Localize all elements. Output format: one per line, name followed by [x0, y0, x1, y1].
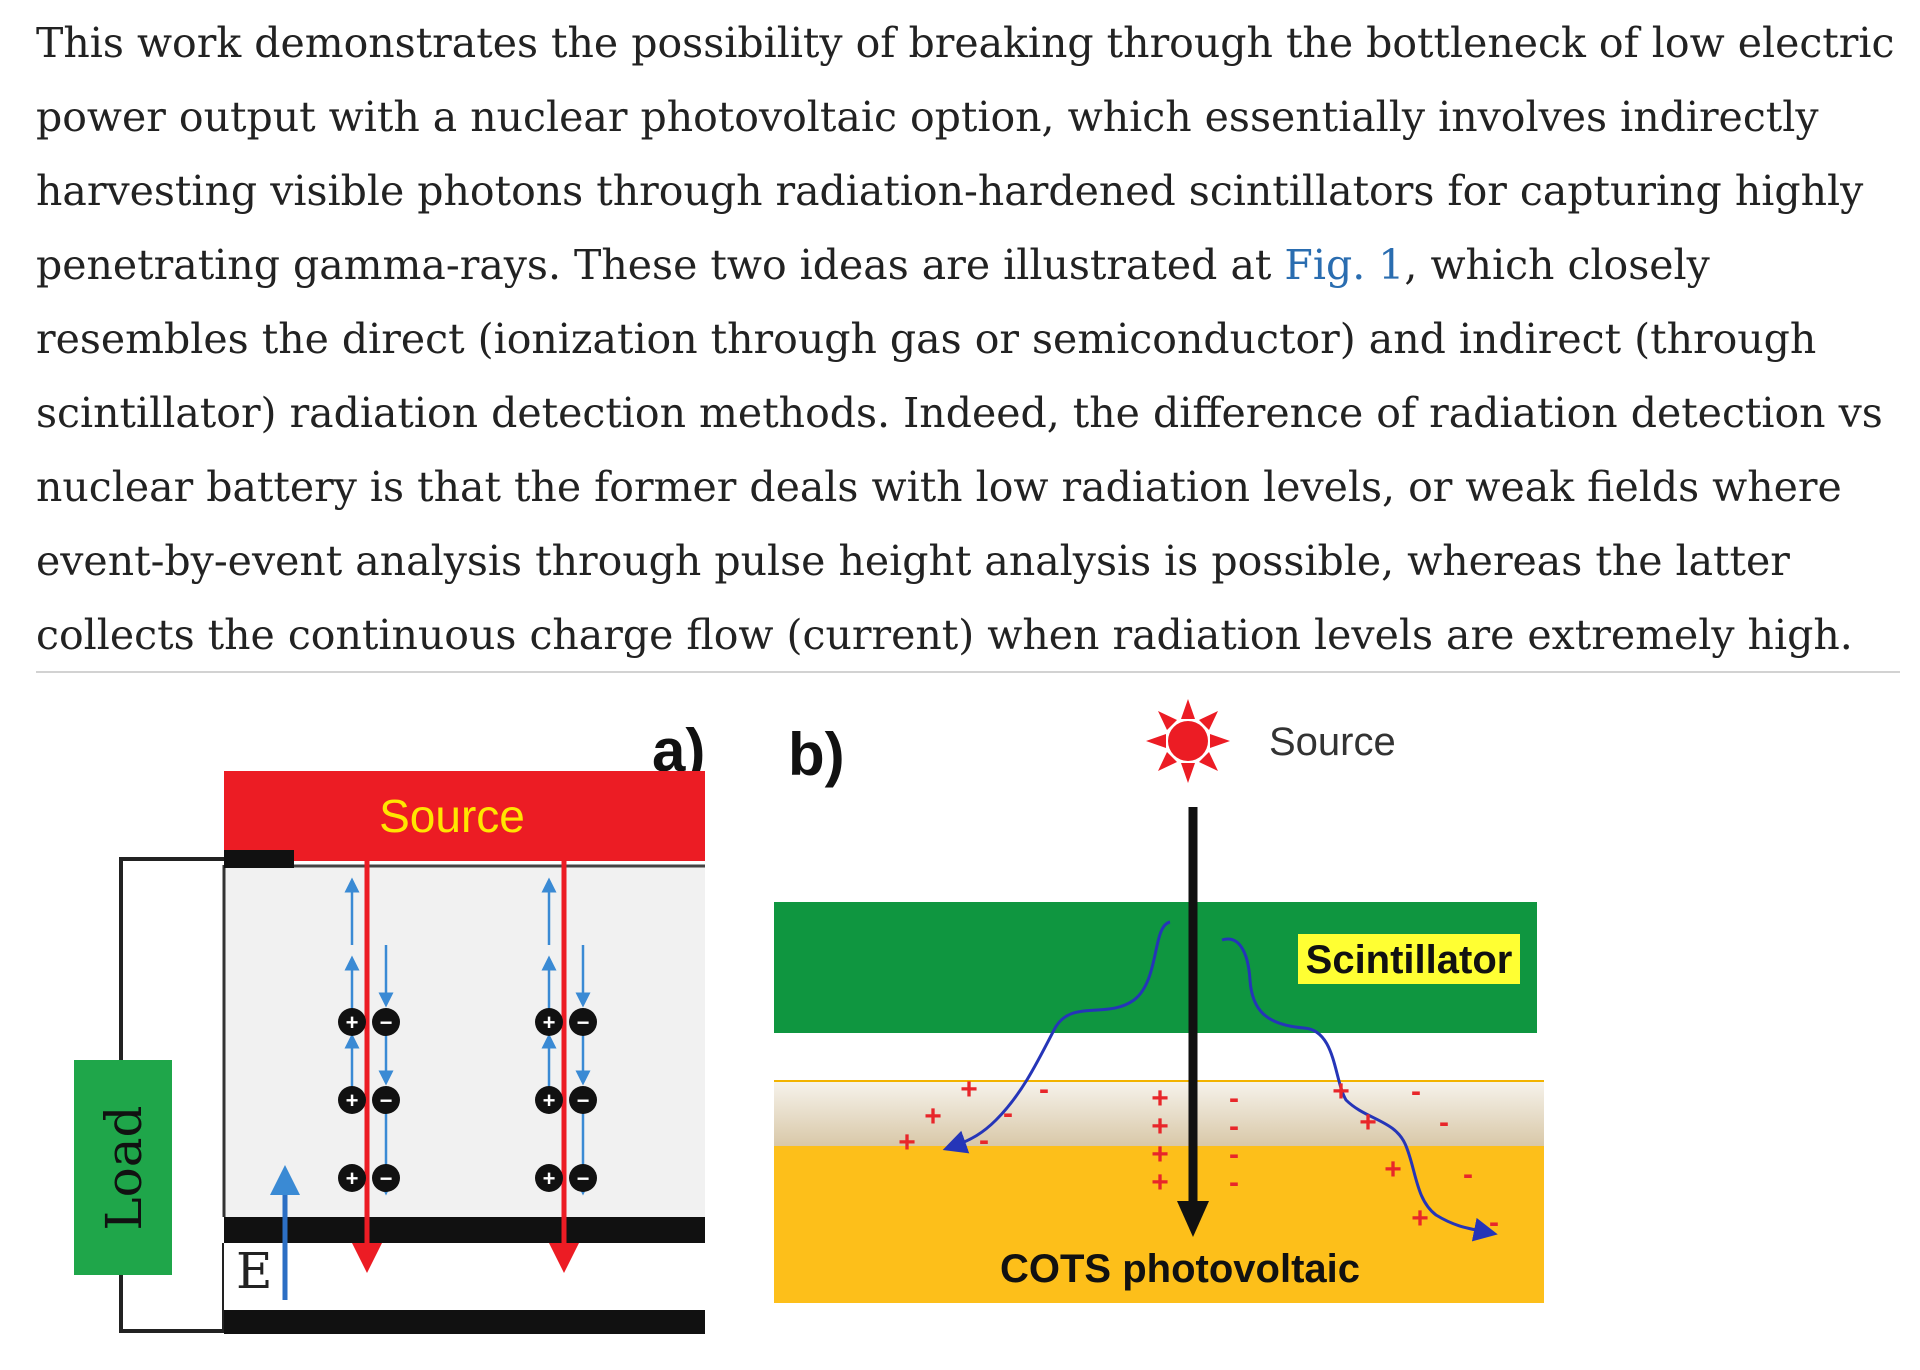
charge-cluster-left: + + + - - - [898, 1073, 1049, 1159]
panel-b: b) Source Scintillator COTS photovoltaic [774, 699, 1544, 1303]
source-bar-label: Source [379, 790, 525, 842]
svg-text:+: + [543, 1166, 556, 1191]
paragraph-text-end: , which closely resembles the direct (io… [36, 241, 1883, 659]
svg-text:-: - [1489, 1206, 1499, 1239]
svg-text:-: - [1039, 1073, 1049, 1106]
photovoltaic-label: COTS photovoltaic [1000, 1247, 1360, 1291]
svg-text:+: + [1359, 1106, 1377, 1139]
device-body [224, 865, 705, 1217]
section-divider [36, 671, 1900, 673]
scintillator-label-bg [1298, 934, 1520, 984]
svg-text:+: + [1151, 1138, 1169, 1171]
svg-text:+: + [1151, 1166, 1169, 1199]
svg-text:-: - [1003, 1097, 1013, 1130]
load-resistor [74, 1060, 172, 1275]
svg-text:-: - [1229, 1138, 1239, 1171]
source-bar [224, 771, 705, 861]
figure-1: a) Source Load E [36, 680, 1900, 1370]
svg-text:+: + [1151, 1082, 1169, 1115]
photon-path-right [1221, 937, 1498, 1242]
svg-text:+: + [346, 1166, 359, 1191]
sun-burst-icon [1146, 699, 1230, 783]
svg-text:−: − [577, 1088, 590, 1113]
top-electrode [224, 850, 294, 868]
svg-text:+: + [898, 1126, 916, 1159]
svg-text:+: + [960, 1073, 978, 1106]
panel-a: a) Source Load E [74, 717, 705, 1334]
photon-path-left [942, 920, 1171, 1154]
svg-text:−: − [380, 1010, 393, 1035]
svg-text:-: - [1229, 1110, 1239, 1143]
svg-text:-: - [1229, 1166, 1239, 1199]
charge-cluster-center: + + + + - - - - [1151, 1082, 1239, 1199]
carrier-pair: + − [535, 1164, 597, 1192]
field-label: E [236, 1242, 273, 1300]
paragraph-text-start: This work demonstrates the possibility o… [36, 19, 1895, 289]
bottom-electrode [224, 1217, 705, 1243]
carrier-pair: + − [338, 1086, 400, 1114]
photovoltaic-junction [774, 1081, 1544, 1146]
body-paragraph: This work demonstrates the possibility o… [36, 6, 1906, 672]
svg-text:+: + [1332, 1075, 1350, 1108]
svg-text:-: - [1411, 1075, 1421, 1108]
svg-text:+: + [543, 1010, 556, 1035]
svg-text:−: − [380, 1088, 393, 1113]
load-label: Load [95, 1105, 153, 1230]
svg-text:+: + [924, 1100, 942, 1133]
charge-cluster-right: + + + + - - - - [1332, 1075, 1499, 1239]
svg-text:-: - [1463, 1158, 1473, 1191]
source-label: Source [1269, 720, 1396, 764]
figure-1-link[interactable]: Fig. 1 [1284, 241, 1405, 289]
svg-text:−: − [577, 1166, 590, 1191]
carrier-pair: + − [535, 1086, 597, 1114]
svg-text:+: + [346, 1088, 359, 1113]
svg-text:-: - [1439, 1106, 1449, 1139]
svg-text:-: - [1229, 1082, 1239, 1115]
svg-text:−: − [577, 1010, 590, 1035]
carrier-pair: + − [535, 1008, 597, 1036]
svg-text:+: + [543, 1088, 556, 1113]
svg-text:+: + [1151, 1110, 1169, 1143]
carrier-pair: + − [338, 1164, 400, 1192]
carrier-pair: + − [338, 1008, 400, 1036]
svg-text:−: − [380, 1166, 393, 1191]
photovoltaic-layer [774, 1146, 1544, 1303]
svg-text:+: + [346, 1010, 359, 1035]
svg-text:+: + [1384, 1153, 1402, 1186]
svg-text:+: + [1411, 1202, 1429, 1235]
svg-text:-: - [979, 1124, 989, 1157]
panel-b-label: b) [788, 721, 845, 788]
scintillator-label: Scintillator [1306, 938, 1513, 982]
